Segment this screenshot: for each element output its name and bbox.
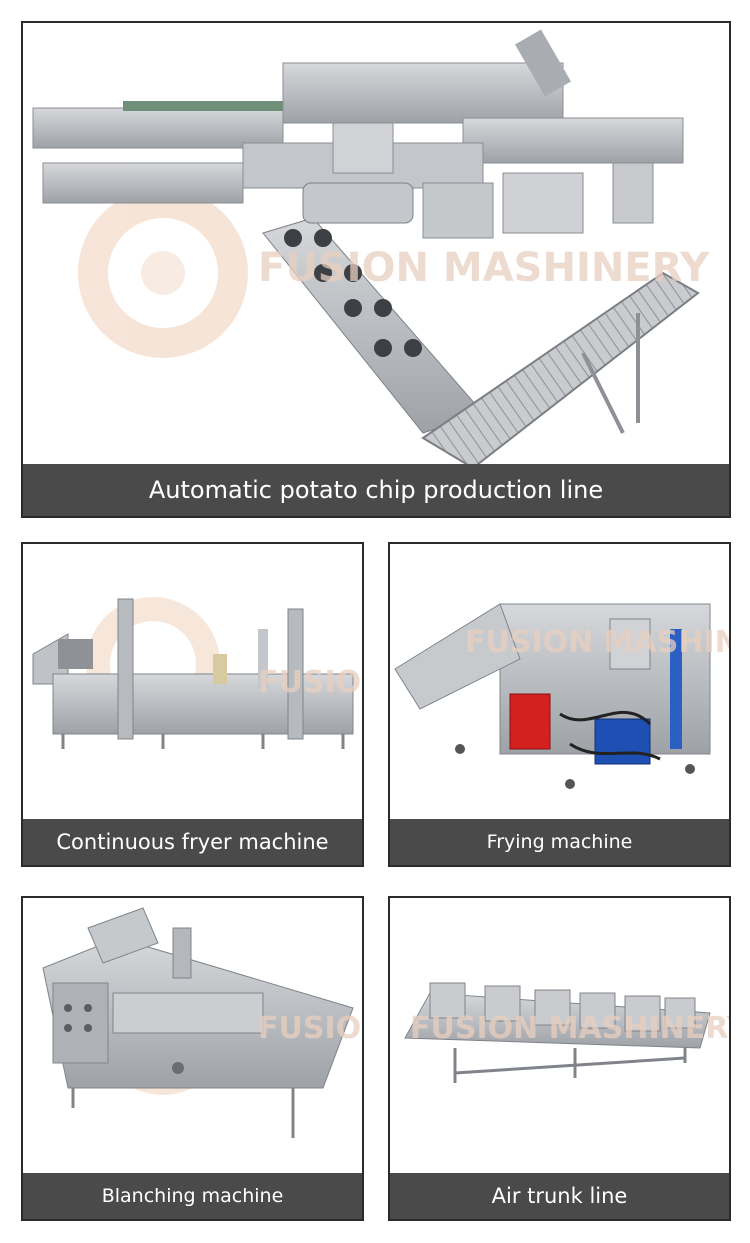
production-line-caption-text: Automatic potato chip production line [148,476,604,504]
continuous-fryer-caption-text: Continuous fryer machine [56,830,329,854]
air-trunk-line-caption: Air trunk line [390,1173,729,1219]
frying-machine-caption: Frying machine [390,819,729,865]
frying-machine-photo: FUSION MASHINERY [390,544,729,819]
frying-machine-caption-text: Frying machine [486,831,633,853]
blanching-machine-caption-text: Blanching machine [101,1185,284,1207]
air-trunk-line-caption-text: Air trunk line [491,1184,628,1208]
watermark-text: FUSION MASHINERY [258,245,710,291]
air-trunk-line-card: FUSION MASHINERY Air trunk line [388,896,731,1221]
watermark-text: FUSION MASHINERY [410,1011,729,1046]
continuous-fryer-photo: FUSION MASHINERY [23,544,362,819]
production-line-card: FUSION MASHINERY Automatic potato chip p… [21,21,731,518]
blanching-machine-caption: Blanching machine [23,1173,362,1219]
blanching-machine-photo: FUSION MASHINERY [23,898,362,1173]
production-line-photo: FUSION MASHINERY [23,23,729,464]
watermark-text: FUSION MASHINERY [465,625,729,660]
continuous-fryer-card: FUSION MASHINERY Continuous fryer machin… [21,542,364,867]
production-line-caption: Automatic potato chip production line [23,464,729,516]
blanching-machine-card: FUSION MASHINERY Blanching machine [21,896,364,1221]
continuous-fryer-caption: Continuous fryer machine [23,819,362,865]
watermark-text: FUSION MASHINERY [258,1011,362,1046]
watermark-text: FUSION MASHINERY [258,665,362,700]
air-trunk-line-photo: FUSION MASHINERY [390,898,729,1173]
frying-machine-card: FUSION MASHINERY Frying machine [388,542,731,867]
